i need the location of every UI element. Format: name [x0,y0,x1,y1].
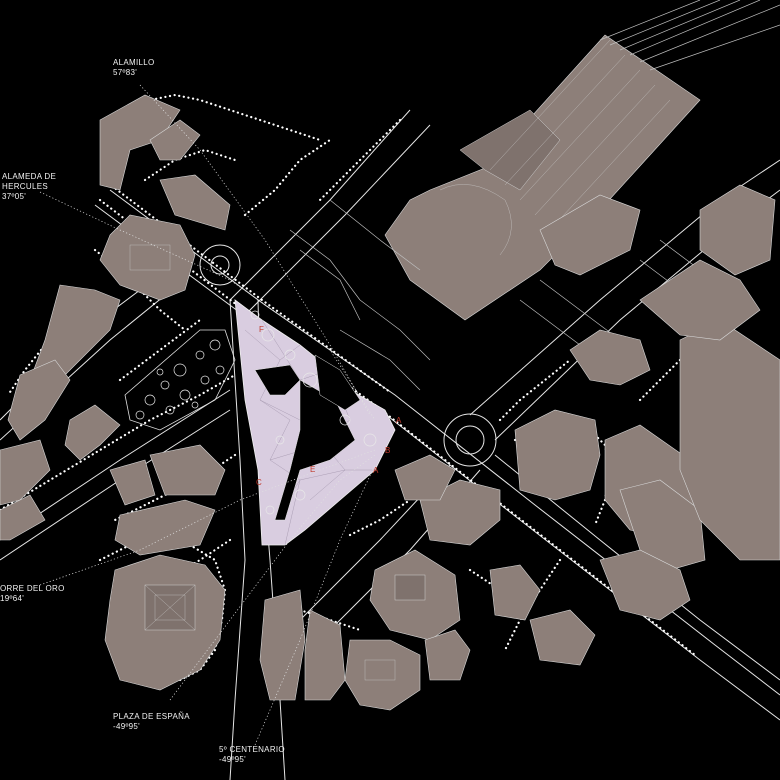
label-5-centenario-angle: -49º95' [219,755,247,764]
label-leaders [39,84,376,746]
label-alamillo-angle: 57º83' [113,68,138,77]
label-plaza-espana-angle: -49º95' [113,722,141,731]
label-plaza-espana-name: PLAZA DE ESPAÑA [113,712,190,721]
label-alameda: ALAMEDA DE HERCULES 37º05' [2,172,56,202]
plaza-letter-f: F [259,325,264,334]
plaza-letter-e: E [310,465,315,474]
label-torre-del-oro-name: ORRE DEL ORO [0,584,65,593]
label-alamillo: ALAMILLO 57º83' [113,58,155,78]
plaza-letters: A A B C E F [256,325,402,487]
label-alameda-angle: 37º05' [2,192,27,201]
plaza-letter-c: C [256,478,262,487]
leader-plaza-espana [169,454,376,701]
park [124,329,236,431]
label-alameda-name-2: HERCULES [2,182,48,191]
plaza-letter-a-1: A [396,416,402,425]
label-alamillo-name: ALAMILLO [113,58,155,67]
city-blocks [0,94,780,711]
plaza-letter-b: B [385,446,390,455]
leader-alamillo [139,84,371,416]
label-5-centenario: 5º CENTENARIO -49º95' [219,745,285,765]
label-alameda-name-1: ALAMEDA DE [2,172,57,181]
label-torre-del-oro: ORRE DEL ORO 19º64' [0,584,65,604]
label-5-centenario-name: 5º CENTENARIO [219,745,285,754]
central-plaza [234,299,396,546]
label-plaza-espana: PLAZA DE ESPAÑA -49º95' [113,712,190,732]
railway-station [384,34,701,321]
leader-torre-del-oro [39,449,376,586]
rail-tracks [599,0,780,71]
label-torre-del-oro-angle: 19º64' [0,594,25,603]
plaza-letter-a-2: A [373,466,379,475]
